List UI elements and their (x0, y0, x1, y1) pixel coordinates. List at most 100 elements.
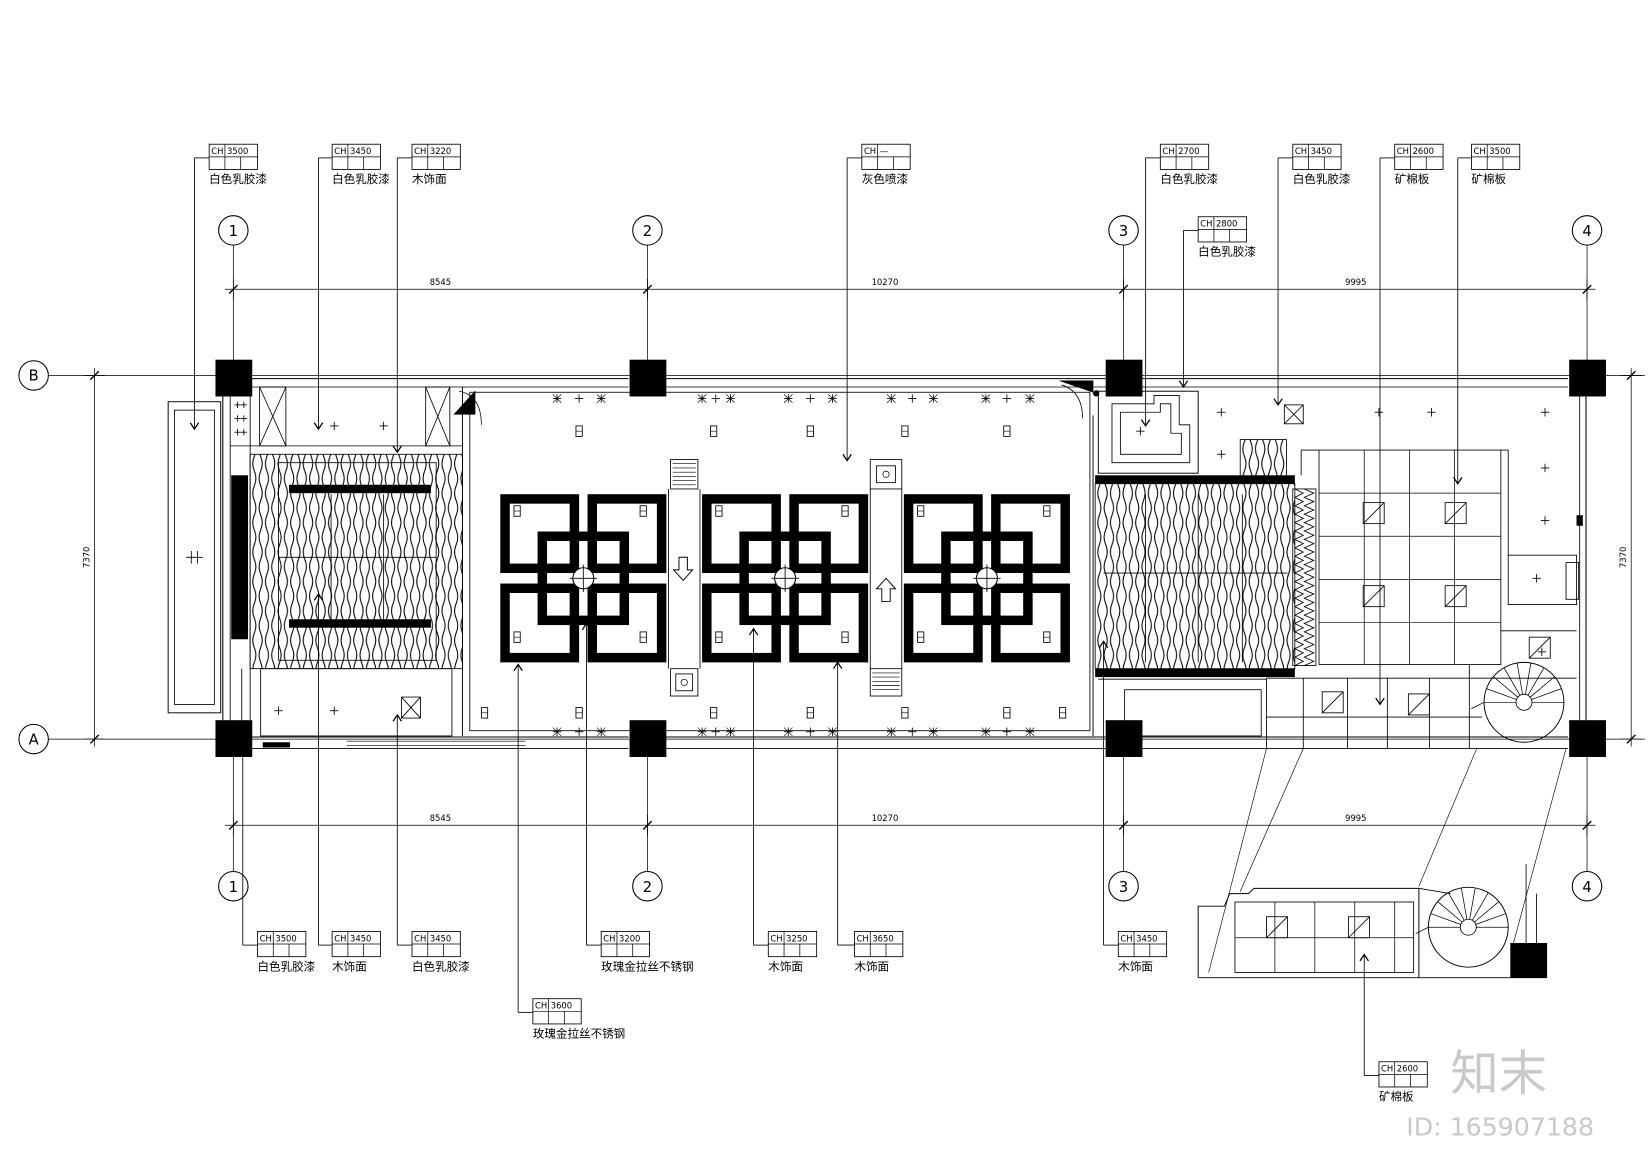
tag-leader (313, 157, 333, 431)
tag-code: CH (260, 933, 272, 943)
vent-panel-box (1362, 502, 1385, 525)
vent-panel-box (1444, 585, 1467, 608)
ceiling-light-icon (697, 394, 707, 403)
ceiling-light-icon (827, 394, 837, 403)
spiral-stair-rail (1471, 701, 1485, 709)
tag-height: 3450 (430, 933, 451, 943)
diffuser-inner (675, 673, 694, 692)
wood-ceiling-black-bar (289, 484, 431, 494)
air-grille-icon (869, 668, 903, 697)
access-panel-diagonal (259, 386, 287, 447)
central-hall-ceiling (469, 391, 1091, 737)
ceiling-light-icon (552, 727, 562, 737)
left-room-ceiling (167, 386, 526, 748)
ceiling-light-icon (240, 429, 247, 436)
diffuser-center (680, 678, 688, 686)
linear-light-icon (480, 707, 489, 719)
wood-ceiling-inner-outline (278, 462, 437, 661)
tag-code: CH (1381, 1064, 1393, 1074)
ceiling-light-icon (552, 394, 562, 403)
light-cross-stroke (726, 394, 735, 403)
axis-bubble-top (632, 215, 663, 246)
vent-panel-box (1528, 636, 1551, 659)
ceiling-light-icon (1025, 394, 1035, 403)
dimension-text: 10270 (872, 813, 899, 823)
light-cross-stroke (596, 727, 606, 737)
diffuser-outer (869, 459, 903, 490)
vent-panel-diagonal (1362, 502, 1385, 524)
linear-light-icon (901, 425, 909, 437)
ceiling-light-icon (1540, 408, 1550, 417)
tag-code: CH (334, 146, 346, 156)
ceiling-light-icon (1537, 647, 1547, 657)
access-panel-diagonal (425, 386, 451, 447)
light-cross-stroke (1025, 394, 1035, 403)
spiral-stair-icon (1471, 661, 1565, 743)
tag-leader (748, 627, 769, 946)
curtain-box (231, 475, 249, 640)
lattice-frame-center (739, 531, 831, 626)
tag-code: CH (603, 933, 615, 943)
axis-label-top: 4 (1582, 223, 1591, 240)
leader-arrow-icon (1178, 380, 1189, 389)
light-cross-stroke (552, 394, 562, 403)
structural-column (1105, 720, 1143, 757)
spiral-stair-tread (1474, 901, 1500, 923)
tag-leader (238, 747, 258, 946)
walls-and-columns (215, 359, 1606, 757)
tag-height: 2600 (1413, 146, 1434, 156)
structural-column (629, 720, 667, 757)
tag-height: 3500 (1489, 146, 1510, 156)
axis-bubble-top (1108, 215, 1139, 246)
spiral-stair-icon (1415, 886, 1509, 968)
tag-height: 3220 (430, 146, 451, 156)
access-panel-icon (1283, 404, 1304, 425)
axis-label-top: 1 (229, 223, 238, 240)
axis-label-bottom: 1 (229, 879, 238, 896)
ceiling-light-icon (783, 727, 793, 737)
ceiling-light-icon (379, 421, 388, 431)
vent-panel-icon (1444, 585, 1467, 608)
tag-leader (1178, 229, 1199, 389)
vent-panel-box (1266, 916, 1288, 939)
structural-column (215, 720, 253, 757)
tag-code: CH (1200, 219, 1212, 229)
light-cross-stroke (596, 394, 606, 403)
tag-height: 3450 (1311, 146, 1332, 156)
ceiling-light-icon (1374, 408, 1384, 417)
air-grille-icon (670, 459, 699, 490)
diffuser-icon (869, 459, 903, 490)
tag-code: CH (770, 933, 782, 943)
vent-panel-diagonal (1444, 502, 1467, 524)
door-swing-arc (1061, 384, 1083, 419)
vent-panel-diagonal (1348, 916, 1370, 939)
ceiling-light-icon (806, 394, 815, 403)
light-cross-stroke (827, 727, 837, 737)
mineral-board-grid (1318, 449, 1502, 665)
axis-label-top: 3 (1119, 223, 1128, 240)
dimension-text: 7370 (1618, 547, 1628, 568)
tag-material-label: 矿棉板 (1471, 172, 1506, 186)
linear-light-icon (1059, 707, 1067, 719)
tag-material-label: 白色乳胶漆 (209, 172, 267, 186)
equipment-box (1507, 554, 1577, 605)
axis-bubble-row (18, 723, 49, 755)
tag-material-label: 木饰面 (412, 172, 447, 186)
ceiling-light-icon (827, 727, 837, 737)
wood-ceiling-hatch (1094, 483, 1296, 670)
tag-height: — (880, 146, 888, 156)
light-cross-stroke (697, 394, 707, 403)
axis-label-bottom: 2 (643, 879, 652, 896)
access-panel-icon (401, 696, 421, 719)
spiral-stair-rail (1415, 926, 1429, 934)
ceiling-light-icon (783, 394, 793, 403)
watermark-brand: 知末 (1450, 1046, 1547, 1102)
tag-material-label: 白色乳胶漆 (258, 959, 316, 973)
